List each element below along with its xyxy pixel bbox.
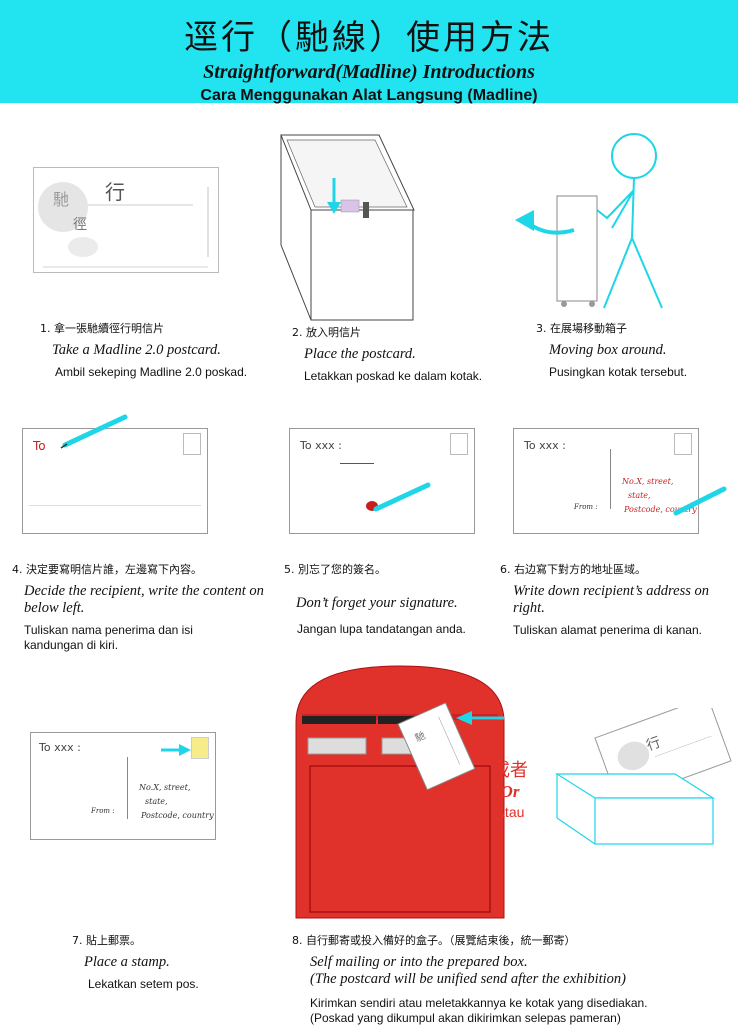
address-line-2: state, (628, 491, 651, 500)
step3-person-illustration (515, 133, 663, 309)
mailbox-illustration: 馳 (295, 665, 505, 919)
step-5-text: 5. 別忘了您的簽名。 Don’t forget your signature.… (284, 561, 494, 637)
svg-text:行: 行 (644, 734, 663, 754)
step-5-zh: 5. 別忘了您的簽名。 (284, 563, 386, 576)
step-7-ms: Lekatkan setem pos. (88, 977, 199, 991)
step6-postcard-back: To xxx : No.X, street, state, Postcode, … (513, 428, 727, 534)
stamp-yellow (191, 737, 209, 759)
postcard-to-xxx: To xxx : (524, 439, 566, 452)
stamp-box (183, 433, 201, 455)
step-1-zh: 1. 拿一張馳續徑行明信片 (40, 322, 164, 335)
step-8-en: Self mailing or into the prepared box. (310, 954, 528, 970)
step-6-text: 6. 右边寫下對方的地址區域。 Write down recipient’s a… (500, 561, 732, 638)
step-1-ms: Ambil sekeping Madline 2.0 poskad. (55, 365, 248, 379)
step-4-text: 4. 決定要寫明信片誰，左邊寫下內容。 Decide the recipient… (12, 561, 272, 653)
step-1-text: 1. 拿一張馳續徑行明信片 Take a Madline 2.0 postcar… (40, 320, 260, 380)
step-3-en: Moving box around. (549, 342, 667, 358)
svg-text:徑: 徑 (73, 217, 87, 233)
step-4-zh: 4. 決定要寫明信片誰，左邊寫下內容。 (12, 563, 202, 576)
divider-line (610, 449, 611, 509)
step-8-zh: 8. 自行郵寄或投入備好的盒子。（展覽結束後，統一郵寄） (292, 934, 576, 947)
stamp-box (674, 433, 692, 455)
step-6-en: Write down recipient’s address on right. (513, 583, 710, 616)
pen-icon (673, 486, 727, 516)
brand-glyph: 行 (105, 180, 125, 204)
step-2-ms: Letakkan poskad ke dalam kotak. (304, 369, 483, 383)
signature-mark (366, 501, 378, 511)
arrow-left-icon (456, 711, 504, 725)
postcard-to-xxx: To xxx : (300, 439, 342, 452)
address-line-2: state, (145, 797, 168, 806)
step-5-en: Don’t forget your signature. (296, 595, 458, 611)
or-ms: Atau (495, 804, 525, 820)
step-7-text: 7. 貼上郵票。 Place a stamp. Lekatkan setem p… (72, 932, 272, 992)
pen-icon (373, 482, 431, 512)
step-8-ms-note: (Poskad yang dikumpul akan dikirimkan se… (310, 1011, 621, 1025)
step2-box-illustration (280, 134, 415, 321)
step-7-en: Place a stamp. (84, 954, 170, 970)
step-2-text: 2. 放入明信片 Place the postcard. Letakkan po… (292, 324, 512, 384)
title-chinese: 逕行（馳線）使用方法 (184, 18, 554, 58)
step-5-ms: Jangan lupa tandatangan anda. (297, 622, 466, 636)
step-1-en: Take a Madline 2.0 postcard. (52, 342, 221, 358)
handwriting-scribble (340, 463, 374, 464)
step-4-ms: Tuliskan nama penerima dan isi kandungan… (24, 623, 193, 652)
step-8-en-note: (The postcard will be unified send after… (310, 971, 626, 987)
step7-postcard-back: To xxx : No.X, street, state, Postcode, … (30, 732, 216, 840)
postcard-to-label: To (33, 439, 46, 453)
step-8-ms: Kirimkan sendiri atau meletakkannya ke k… (310, 996, 648, 1010)
pen-icon (60, 414, 128, 449)
postcard-footer (29, 505, 201, 527)
from-label: From : (574, 503, 598, 511)
postcard-to-xxx: To xxx : (39, 741, 81, 754)
step4-postcard-back: To (22, 414, 208, 534)
from-label: From : (91, 807, 115, 815)
step-7-zh: 7. 貼上郵票。 (72, 934, 141, 947)
step-4-en: Decide the recipient, write the content … (24, 583, 264, 616)
step-2-en: Place the postcard. (304, 346, 416, 362)
address-line-1: No.X, street, (139, 783, 191, 792)
svg-text:馳: 馳 (53, 190, 69, 209)
svg-text:馳: 馳 (413, 729, 427, 745)
address-line-1: No.X, street, (622, 477, 674, 486)
step-3-zh: 3. 在展場移動箱子 (536, 322, 627, 335)
step1-postcard-illustration: 馳 徑 行 (33, 167, 219, 273)
divider-line (127, 757, 128, 819)
title-english: Straightforward(Madline) Introductions (203, 61, 535, 83)
arrow-right-icon (161, 744, 191, 756)
stamp-box (450, 433, 468, 455)
or-en: Or (500, 782, 520, 801)
step-8-text: 8. 自行郵寄或投入備好的盒子。（展覽結束後，統一郵寄） Self mailin… (292, 932, 732, 1026)
or-label: 或者 Or Atau (482, 756, 538, 820)
title-malay: Cara Menggunakan Alat Langsung (Madline) (200, 87, 538, 104)
step-3-ms: Pusingkan kotak tersebut. (549, 365, 688, 379)
step-2-zh: 2. 放入明信片 (292, 326, 361, 339)
or-zh: 或者 (492, 760, 528, 781)
step-3-text: 3. 在展場移動箱子 Moving box around. Pusingkan … (536, 320, 731, 380)
address-line-3: Postcode, country (624, 505, 697, 514)
address-line-3: Postcode, country (141, 811, 214, 820)
step5-postcard-back: To xxx : (289, 428, 475, 534)
step-6-zh: 6. 右边寫下對方的地址區域。 (500, 563, 646, 576)
prepared-box-illustration: 行 (554, 708, 732, 845)
step-6-ms: Tuliskan alamat penerima di kanan. (513, 623, 702, 637)
header-banner: 逕行（馳線）使用方法 Straightforward(Madline) Intr… (0, 0, 738, 104)
